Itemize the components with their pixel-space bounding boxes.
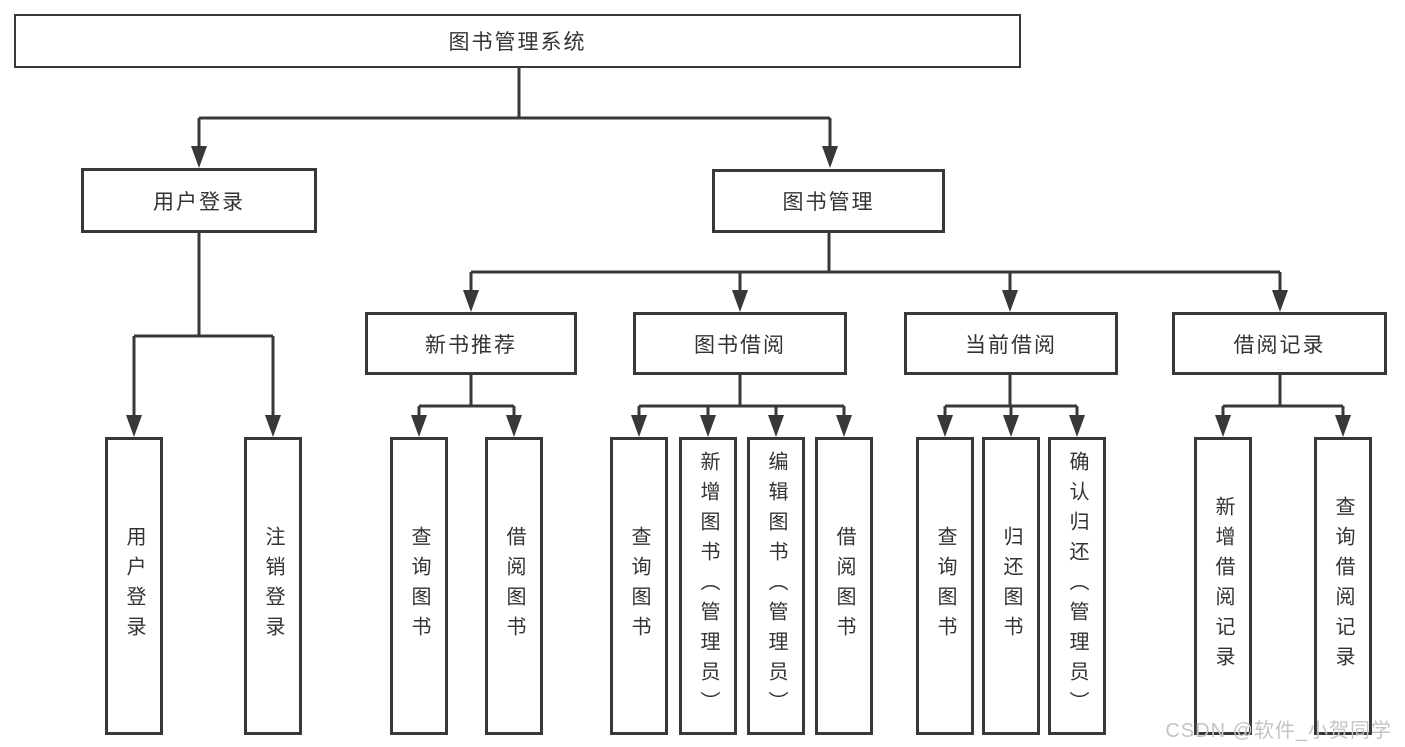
node-borrow-records-label: 借阅记录 [1233, 333, 1326, 357]
leaf-add-borrow-record: 新增借阅记录 [1194, 437, 1252, 735]
connector-newbook-to-leaves [417, 375, 516, 418]
arrowhead-leaf-add-record [1215, 415, 1231, 437]
leaf-edit-book-admin-label: 编辑图书（管理员） [765, 451, 787, 721]
leaf-query-books-3-label: 查询图书 [934, 526, 956, 646]
leaf-query-books-3: 查询图书 [916, 437, 974, 735]
leaf-add-book-admin: 新增图书（管理员） [679, 437, 737, 735]
leaf-query-borrow-record-label: 查询借阅记录 [1332, 496, 1354, 676]
connector-userlogin-to-leaves [132, 233, 275, 418]
arrowhead-leaf-query-books-2 [631, 415, 647, 437]
node-book-management: 图书管理 [712, 169, 945, 233]
node-current-borrow-label: 当前借阅 [965, 333, 1057, 357]
node-new-book-recommend-label: 新书推荐 [425, 333, 517, 357]
connector-currentborrow-to-leaves [943, 375, 1079, 418]
leaf-query-borrow-record: 查询借阅记录 [1314, 437, 1372, 735]
connector-root-to-level2 [197, 68, 832, 148]
node-new-book-recommend: 新书推荐 [365, 312, 577, 375]
arrowhead-leaf-add-book [700, 415, 716, 437]
arrowhead-leaf-query-books-1 [411, 415, 427, 437]
leaf-edit-book-admin: 编辑图书（管理员） [747, 437, 805, 735]
arrowhead-leaf-return-book [1003, 415, 1019, 437]
leaf-logout-label: 注销登录 [262, 526, 284, 646]
arrowhead-leaf-logout [265, 415, 281, 437]
connector-borrowrecord-to-leaves [1221, 375, 1345, 418]
node-root: 图书管理系统 [14, 14, 1021, 68]
arrowhead-leaf-query-record [1335, 415, 1351, 437]
leaf-return-book-label: 归还图书 [1000, 526, 1022, 646]
leaf-query-books-1-label: 查询图书 [408, 526, 430, 646]
node-user-login-branch-label: 用户登录 [153, 190, 245, 214]
arrowhead-leaf-user-login [126, 415, 142, 437]
leaf-borrow-books-2: 借阅图书 [815, 437, 873, 735]
node-borrow-records: 借阅记录 [1172, 312, 1387, 375]
arrowhead-new-book [463, 290, 479, 312]
arrowhead-leaf-confirm-return [1069, 415, 1085, 437]
arrowhead-leaf-query-books-3 [937, 415, 953, 437]
connector-bookmgmt-to-level3 [469, 233, 1282, 293]
node-root-label: 图书管理系统 [448, 31, 587, 54]
node-book-management-label: 图书管理 [782, 191, 875, 214]
leaf-borrow-books-2-label: 借阅图书 [833, 526, 855, 646]
arrowhead-user-login-branch [191, 146, 207, 168]
leaf-confirm-return-admin: 确认归还（管理员） [1048, 437, 1106, 735]
leaf-borrow-books-1-label: 借阅图书 [503, 526, 525, 646]
leaf-user-login-label: 用户登录 [123, 526, 145, 646]
leaf-return-book: 归还图书 [982, 437, 1040, 735]
node-current-borrow: 当前借阅 [904, 312, 1118, 375]
arrowhead-leaf-borrow-books-2 [836, 415, 852, 437]
leaf-add-borrow-record-label: 新增借阅记录 [1212, 496, 1234, 676]
node-book-borrow: 图书借阅 [633, 312, 847, 375]
arrowhead-book-mgmt-branch [822, 146, 838, 168]
leaf-logout: 注销登录 [244, 437, 302, 735]
leaf-add-book-admin-label: 新增图书（管理员） [697, 451, 719, 721]
arrowhead-current-borrow [1002, 290, 1018, 312]
leaf-query-books-2: 查询图书 [610, 437, 668, 735]
leaf-borrow-books-1: 借阅图书 [485, 437, 543, 735]
watermark-text: CSDN @软件_小贺同学 [1165, 720, 1392, 742]
arrowhead-borrow-record [1272, 290, 1288, 312]
node-book-borrow-label: 图书借阅 [694, 333, 786, 357]
leaf-query-books-2-label: 查询图书 [628, 526, 650, 646]
node-user-login-branch: 用户登录 [81, 168, 317, 233]
arrowhead-book-borrow [732, 290, 748, 312]
connector-bookborrow-to-leaves [637, 375, 846, 418]
arrowhead-leaf-borrow-books-1 [506, 415, 522, 437]
leaf-query-books-1: 查询图书 [390, 437, 448, 735]
arrowhead-leaf-edit-book [768, 415, 784, 437]
leaf-confirm-return-admin-label: 确认归还（管理员） [1066, 451, 1088, 721]
leaf-user-login: 用户登录 [105, 437, 163, 735]
